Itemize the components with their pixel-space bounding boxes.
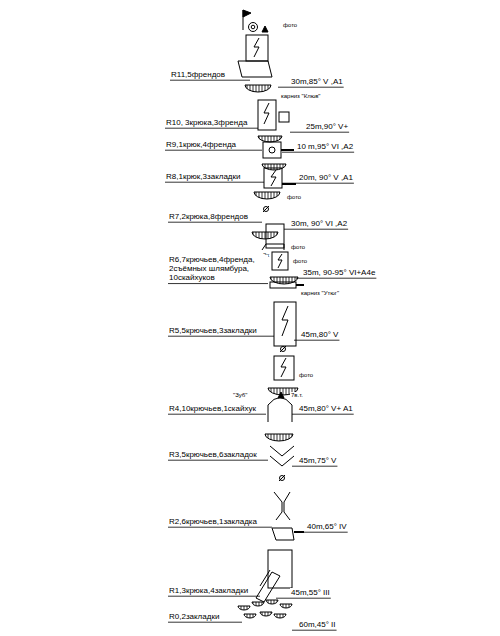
underline <box>168 414 266 415</box>
underline <box>168 283 268 284</box>
pitch-label: R6,7крючьев,4френда, 2съёмных шлямбура, … <box>168 255 268 283</box>
pitch-label: R4,10крючьев,1скайхук <box>168 404 257 413</box>
underline <box>282 152 354 153</box>
underline <box>282 183 354 184</box>
underline <box>168 527 272 528</box>
grade-label: 40m,65° IV <box>306 522 348 531</box>
note-label: 7в.т. <box>290 392 304 399</box>
pitch-label: R1,3крюка,4закладки <box>168 586 249 595</box>
note-label: карниз "Клюв" <box>280 93 321 100</box>
underline <box>294 532 348 533</box>
note-label: карниз "Утюг" <box>300 290 340 297</box>
underline <box>284 229 348 230</box>
grade-label: 45m,80° V+ A1 <box>298 404 354 413</box>
note-label: фото <box>292 258 308 265</box>
underline <box>165 150 262 151</box>
grade-label: 45m,55° III <box>290 588 331 597</box>
underline <box>292 414 354 415</box>
underline <box>292 630 337 631</box>
grade-label: 20m, 90° V ,A1 <box>298 173 354 182</box>
pitch-label: R5,5крючьев,3закладки <box>168 326 258 335</box>
grade-label: 45m,80° V <box>300 330 339 339</box>
pitch-label: R0,2закладки <box>168 612 220 621</box>
underline <box>168 622 242 623</box>
grade-label: 10 m,95° VI ,A2 <box>296 142 354 151</box>
underline <box>276 598 331 599</box>
grade-label: 60m,45° II <box>298 620 337 629</box>
note-label: фото <box>298 372 314 379</box>
grade-label: 45m,75° V <box>298 456 337 465</box>
grade-label: 35m, 90-95° VI+A4e <box>302 268 376 277</box>
pitch-label: R7,2крюка,8френдов <box>168 212 249 221</box>
underline <box>168 596 260 597</box>
grade-label: 30m, 90° VI ,A2 <box>290 219 348 228</box>
underline <box>165 128 258 129</box>
underline <box>292 466 337 467</box>
grade-label: 30m,85° V ,A1 <box>290 77 344 86</box>
pitch-label: R9,1крюк,4френда <box>165 140 237 149</box>
underline <box>296 278 376 279</box>
pitch-label: R11,5френдов <box>170 70 226 79</box>
underline <box>165 182 264 183</box>
grade-label: 25m,90° V+ <box>305 122 349 131</box>
pitch-label: R10, 3крюка,3френда <box>165 118 248 127</box>
pitch-label: R8,1крюк,3закладки <box>165 172 241 181</box>
note-label: "Зуб" <box>232 392 248 399</box>
note-label: фото <box>290 244 306 251</box>
pitch-label: R2,6крючьев,1закладка <box>168 517 258 526</box>
pitch-label: R3,5крючьев,6закладок <box>168 450 258 459</box>
underline <box>278 87 344 88</box>
underline <box>290 132 349 133</box>
underline <box>168 460 268 461</box>
note-label: фото <box>286 194 302 201</box>
underline <box>168 336 274 337</box>
underline <box>294 340 339 341</box>
note-label: фото <box>282 22 298 29</box>
underline <box>170 80 250 81</box>
underline <box>168 222 262 223</box>
